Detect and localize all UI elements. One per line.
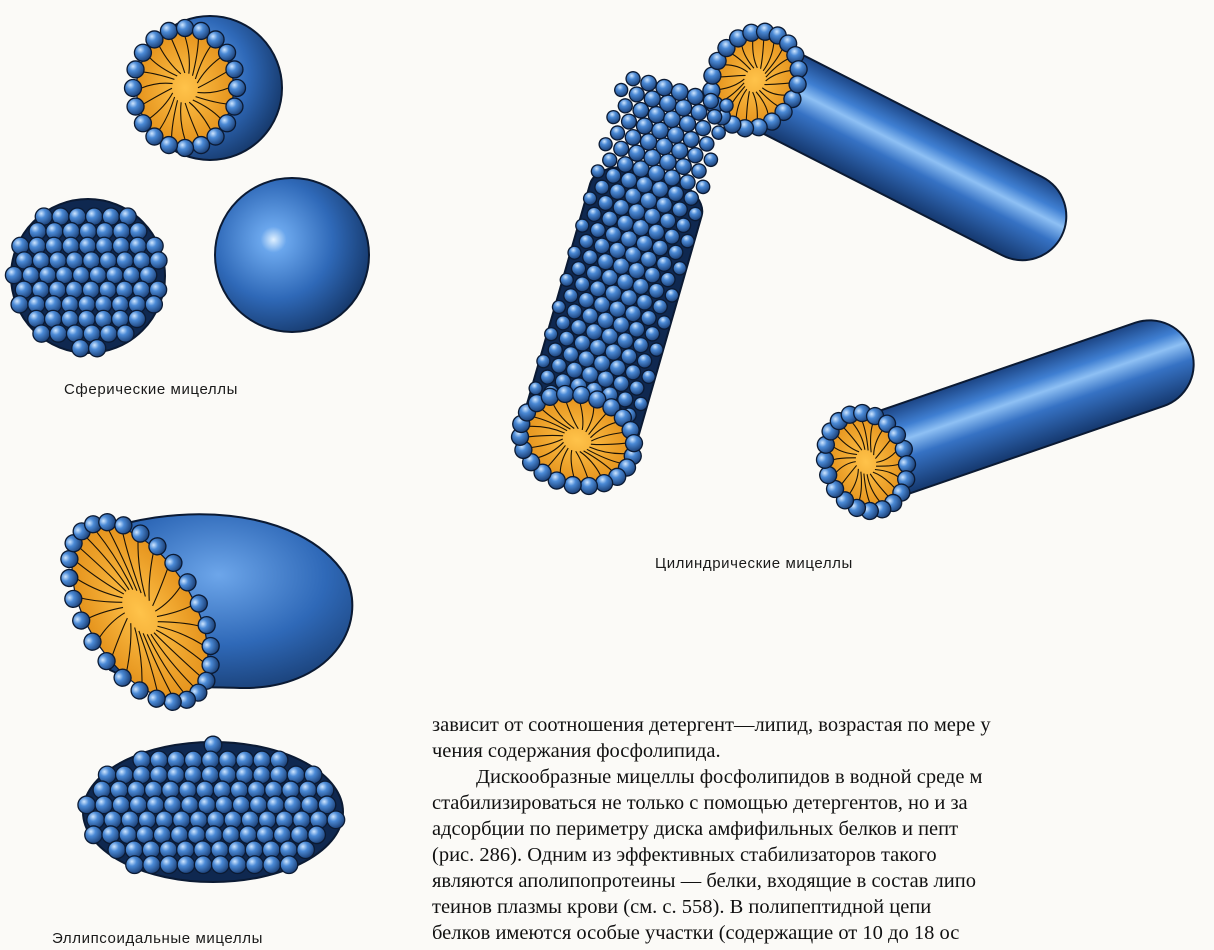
caption-cylindrical-micelles: Цилиндрические мицеллы [655,555,853,572]
text-line: стабилизироваться не только с помощью де… [432,790,1214,816]
text-line: чения содержания фосфолипида. [432,738,1214,764]
caption-ellipsoidal-micelles: Эллипсоидальные мицеллы [52,930,263,947]
text-line: теинов плазмы крови (см. с. 558). В поли… [432,894,1214,920]
text-line: белков имеются особые участки (содержащи… [432,920,1214,946]
cylindrical-micelle-top [683,5,1081,275]
text-line: адсорбции по периметру диска амфифильных… [432,816,1214,842]
cylindrical-micelle-beaded [498,67,735,510]
text-line: зависит от соотношения детергент—липид, … [432,712,1214,738]
spherical-micelle-cutaway [125,16,283,160]
ellipsoidal-micelle-beaded [78,736,345,882]
ellipsoidal-micelle-cutaway [28,486,352,737]
spherical-micelle-smooth [215,178,369,332]
body-text: зависит от соотношения детергент—липид, … [432,712,1214,946]
text-line: Дискообразные мицеллы фосфолипидов в вод… [432,764,1214,790]
caption-spherical-micelles: Сферические мицеллы [64,381,238,398]
text-line: (рис. 286). Одним из эффективных стабили… [432,842,1214,868]
cylindrical-micelle-bottom [801,308,1205,533]
text-line: являются аполипопротеины — белки, входящ… [432,868,1214,894]
spherical-micelle-beaded [5,199,167,357]
